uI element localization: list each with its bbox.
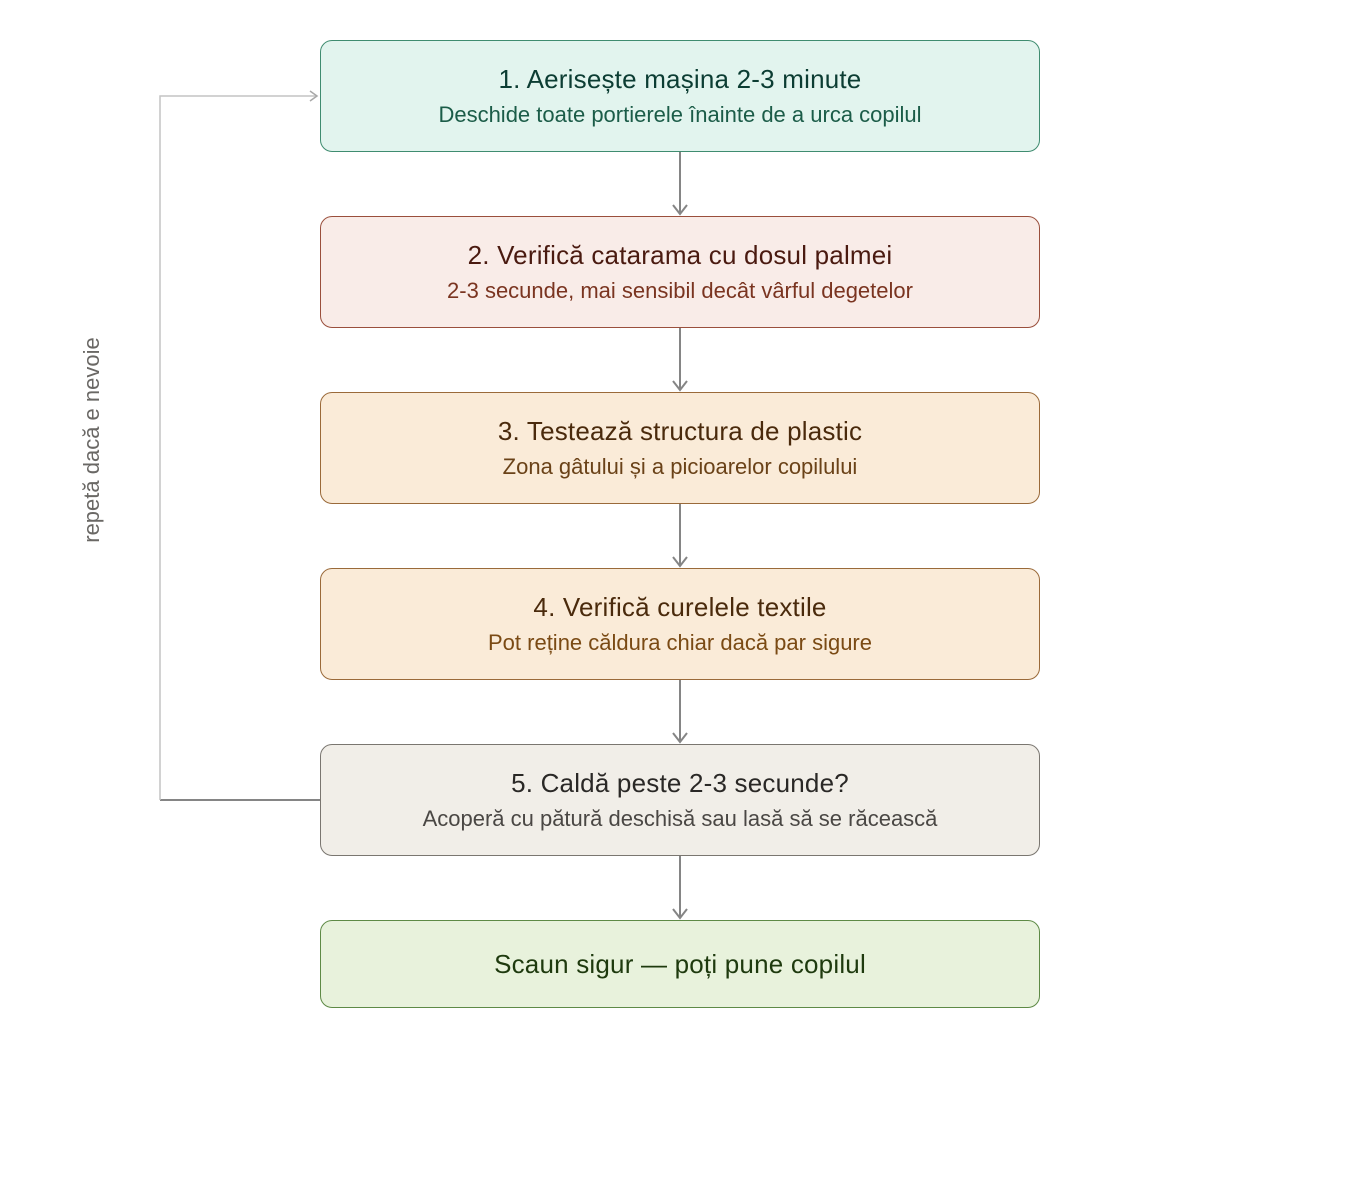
step-3-title: 3. Testează structura de plastic — [497, 416, 863, 446]
step-5-title: 5. Caldă peste 2-3 secunde? — [511, 768, 849, 798]
step-4-title: 4. Verifică curelele textile — [533, 592, 827, 622]
step-4-subtitle: Pot reține căldura chiar dacă par sigure — [488, 630, 872, 655]
loop-line-back — [159, 95, 316, 800]
arrowhead-1-to-2 — [672, 204, 688, 216]
step-3-box: 3. Testează structura de plastic Zona gâ… — [320, 392, 1040, 504]
step-3-subtitle: Zona gâtului și a picioarelor copilului — [502, 454, 858, 479]
step-4-box: 4. Verifică curelele textile Pot reține … — [320, 568, 1040, 680]
arrowhead-3-to-4 — [672, 556, 688, 568]
step-2-title: 2. Verifică catarama cu dosul palmei — [467, 240, 893, 270]
step-2-box: 2. Verifică catarama cu dosul palmei 2-3… — [320, 216, 1040, 328]
final-step-title: Scaun sigur — poți pune copilul — [494, 949, 866, 979]
step-5-subtitle: Acoperă cu pătură deschisă sau lasă să s… — [422, 806, 938, 831]
step-2-subtitle: 2-3 secunde, mai sensibil decât vârful d… — [447, 278, 913, 303]
arrowhead-2-to-3 — [672, 380, 688, 392]
arrowhead-4-to-5 — [672, 732, 688, 744]
step-1-subtitle: Deschide toate portierele înainte de a u… — [438, 102, 922, 127]
step-1-title: 1. Aerisește mașina 2-3 minute — [498, 64, 862, 94]
step-5-decision-box: 5. Caldă peste 2-3 secunde? Acoperă cu p… — [320, 744, 1040, 856]
loop-arrowhead — [309, 90, 319, 102]
final-step-box: Scaun sigur — poți pune copilul — [320, 920, 1040, 1008]
arrowhead-5-to-final — [672, 908, 688, 920]
step-1-box: 1. Aerisește mașina 2-3 minute Deschide … — [320, 40, 1040, 152]
loop-label: repetă dacă e nevoie — [79, 337, 104, 543]
